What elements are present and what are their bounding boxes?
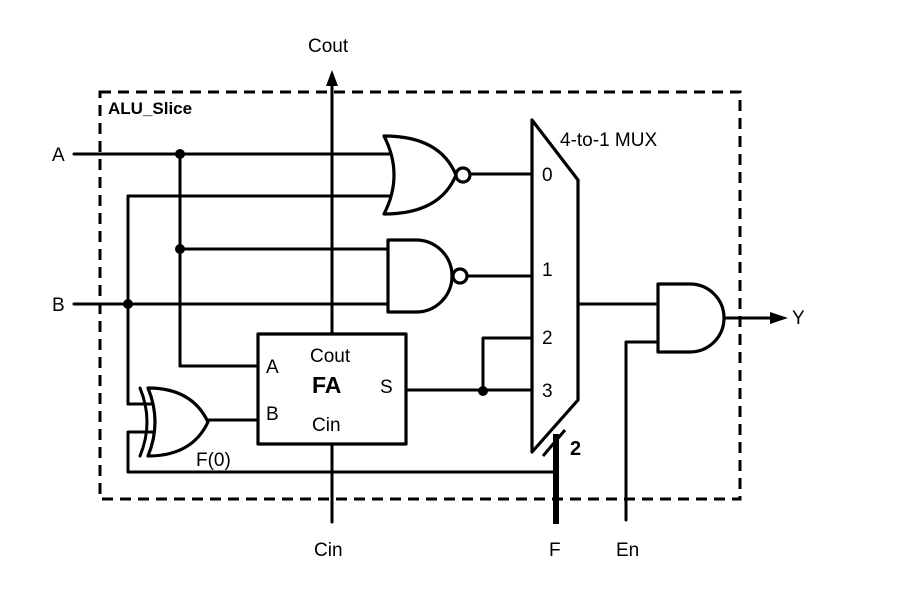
fa-pin-s: S	[380, 377, 393, 398]
fa-pin-cout: Cout	[310, 346, 351, 367]
wire-en-to-and	[624, 340, 660, 522]
y-arrow-icon	[770, 312, 788, 324]
xor-gate	[138, 386, 210, 458]
junctions	[123, 149, 488, 396]
junction-a	[175, 149, 185, 159]
nand-bubble-icon	[451, 267, 469, 285]
alu-slice-boundary	[98, 90, 742, 501]
mux-title: 4-to-1 MUX	[560, 130, 657, 151]
port-en-label: En	[616, 540, 639, 561]
block-title: ALU_Slice	[108, 99, 192, 118]
select-bus-width: 2	[570, 438, 581, 460]
fa-pin-a: A	[266, 357, 279, 378]
wire-sum-to-mux2	[481, 336, 534, 392]
mux-input-3: 3	[542, 381, 553, 402]
cout-arrow-icon	[326, 70, 338, 86]
port-cin-label: Cin	[314, 540, 343, 561]
wire-f0-to-xor	[126, 430, 555, 474]
and-gate	[656, 282, 726, 354]
xor-control-label: F(0)	[196, 450, 231, 471]
mux-input-0: 0	[542, 165, 553, 186]
nand-gate	[386, 238, 469, 314]
nor-bubble-icon	[454, 166, 472, 184]
port-cout-label: Cout	[308, 36, 349, 57]
mux: 0 1 2 3	[530, 118, 580, 454]
junction-b	[123, 299, 133, 309]
fa-pin-cin: Cin	[312, 415, 341, 436]
port-f-label: F	[549, 540, 561, 561]
port-b-label: B	[52, 295, 65, 316]
bus-width-slash	[541, 429, 567, 457]
mux-input-2: 2	[542, 328, 553, 349]
fa-pin-b: B	[266, 404, 279, 425]
port-y-label: Y	[792, 308, 805, 329]
port-a-label: A	[52, 145, 65, 166]
fa-title: FA	[312, 372, 341, 398]
mux-input-1: 1	[542, 260, 553, 281]
junction-a-nand	[175, 244, 185, 254]
nor-gate	[382, 134, 472, 216]
full-adder: A B Cout FA Cin S	[256, 332, 408, 446]
junction-sum	[478, 386, 488, 396]
